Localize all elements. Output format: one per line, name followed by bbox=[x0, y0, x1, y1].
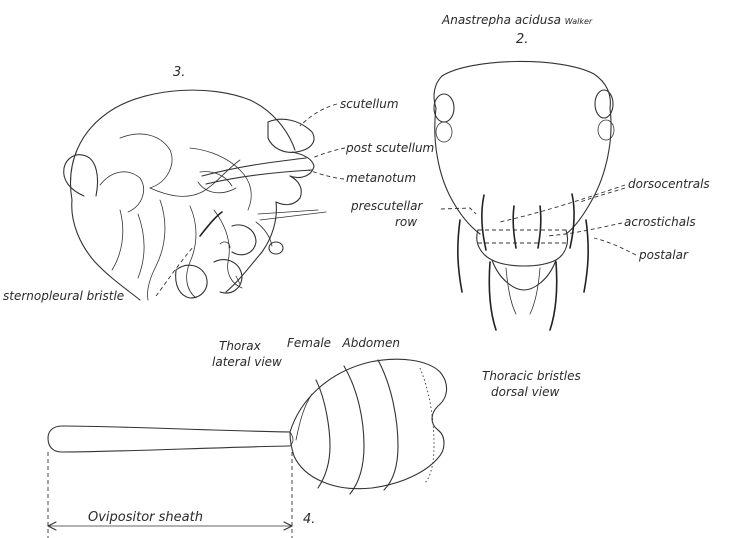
species-author: Walker bbox=[565, 17, 592, 26]
fig2-thorax-dorsal-drawing bbox=[434, 61, 614, 330]
label-dorsocentrals: dorsocentrals bbox=[628, 178, 710, 190]
fig2-caption-line1: Thoracic bristles bbox=[482, 370, 581, 382]
fig2-caption-line2: dorsal view bbox=[491, 386, 559, 398]
fig3-caption-line1: Thorax bbox=[219, 340, 261, 352]
label-acrostichals: acrostichals bbox=[624, 216, 696, 228]
label-post-scutellum: post scutellum bbox=[346, 142, 434, 154]
fig4-number: 4. bbox=[303, 513, 315, 526]
fig2-number: 2. bbox=[516, 33, 528, 46]
label-scutellum: scutellum bbox=[340, 98, 399, 110]
label-ovipositor-sheath: Ovipositor sheath bbox=[88, 511, 203, 524]
species-binomial: Anastrepha acidusa bbox=[442, 13, 561, 27]
fig4-abdomen-drawing bbox=[48, 359, 447, 494]
label-prescutellar-row-line1: prescutellar bbox=[351, 200, 422, 212]
label-prescutellar-row-line2: row bbox=[395, 216, 417, 228]
label-sternopleural-bristle: sternopleural bristle bbox=[3, 290, 124, 302]
fig3-caption-line2: lateral view bbox=[212, 356, 282, 368]
fig3-number: 3. bbox=[173, 66, 185, 79]
label-metanotum: metanotum bbox=[346, 172, 416, 184]
label-postalar: postalar bbox=[639, 249, 688, 261]
fig4-caption: Female Abdomen bbox=[287, 337, 400, 349]
fig4-dimension-lines bbox=[48, 452, 292, 538]
fig3-leader-lines bbox=[156, 104, 345, 296]
species-name: Anastrepha acidusa Walker bbox=[442, 14, 592, 26]
fig3-thorax-lateral-drawing bbox=[64, 90, 326, 300]
